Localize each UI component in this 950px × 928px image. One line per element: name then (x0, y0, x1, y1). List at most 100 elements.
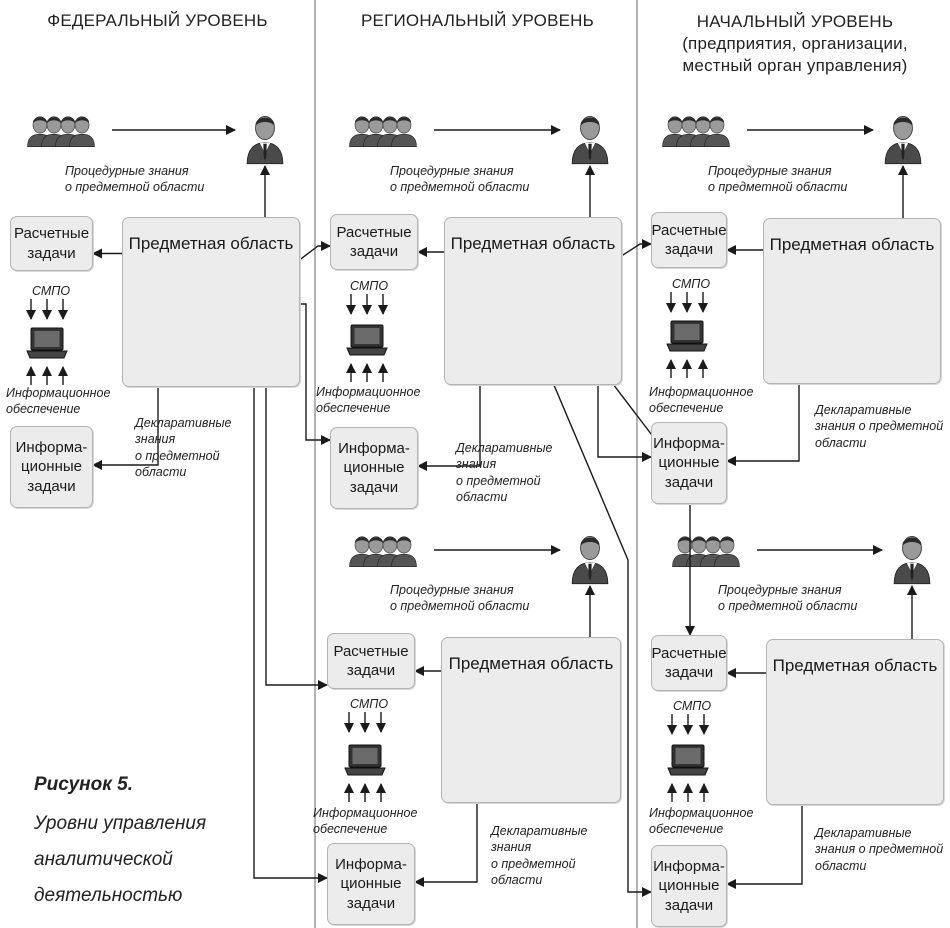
laptop-display (354, 328, 380, 344)
person-hair (60, 117, 76, 124)
person-hair (893, 117, 913, 126)
laptop-display (674, 324, 700, 340)
laptop-keyboard (346, 347, 388, 356)
calculation-tasks-box: Расчетные задачи (327, 633, 415, 689)
level-title-federal: ФЕДЕРАЛЬНЫЙ УРОВЕНЬ (47, 11, 268, 30)
procedural-knowledge-label: Процедурные знания о предметной области (65, 164, 205, 195)
person-body (704, 133, 730, 148)
person-hair (32, 117, 48, 124)
information-tasks-box: Информа- ционные задачи (651, 422, 727, 504)
laptop-keyboard (344, 767, 386, 776)
person-hair (74, 117, 90, 124)
figure-caption-title: Рисунок 5. (34, 774, 133, 795)
tie-icon (588, 563, 592, 581)
manager-icon (571, 536, 609, 585)
declarative-knowledge-label: Декларативные знания о предметной област… (456, 441, 553, 504)
person-hair (382, 537, 398, 544)
laptop-display (34, 331, 60, 347)
manager-icon (571, 116, 609, 165)
person-hair (719, 537, 735, 544)
level-title-regional: РЕГИОНАЛЬНЫЙ УРОВЕНЬ (361, 11, 594, 30)
person-hair (255, 117, 275, 126)
laptop-icon (346, 324, 388, 356)
laptop-display (675, 748, 701, 764)
person-body (69, 133, 95, 148)
group-member-icon (69, 116, 95, 148)
inter-level-connector (231, 371, 328, 883)
info-support-label: Информационное обеспечение (316, 385, 421, 416)
laptop-icon (667, 744, 709, 776)
inter-level-connector (550, 377, 652, 897)
smpo-label: СМПО (673, 699, 712, 713)
group-member-icon (714, 536, 740, 568)
information-tasks-box: Информа- ционные задачи (651, 845, 727, 927)
person-hair (354, 117, 370, 124)
person-hair (46, 117, 62, 124)
person-body (391, 553, 417, 568)
declarative-knowledge-label: Декларативные знания о предметной област… (815, 403, 944, 450)
group-member-icon (704, 116, 730, 148)
tie-icon (910, 563, 914, 581)
user-group-icon (349, 536, 417, 568)
calculation-tasks-box: Расчетные задачи (10, 216, 93, 271)
figure-caption-line: Уровни управления (34, 813, 207, 834)
person-hair (382, 117, 398, 124)
tie-icon (588, 143, 592, 161)
subject-area-box: Предметная область (766, 639, 944, 805)
smpo-label: СМПО (672, 277, 711, 291)
laptop-keyboard (26, 350, 68, 359)
declarative-knowledge-label: Декларативные знания о предметной област… (135, 416, 232, 479)
person-hair (580, 537, 600, 546)
info-support-label: Информационное обеспечение (313, 806, 418, 837)
information-tasks-box: Информа- ционные задачи (330, 427, 418, 509)
laptop-icon (666, 320, 708, 352)
procedural-knowledge-label: Процедурные знания о предметной области (708, 164, 848, 195)
person-hair (705, 537, 721, 544)
person-hair (695, 117, 711, 124)
calculation-tasks-box: Расчетные задачи (651, 635, 727, 691)
information-tasks-box: Информа- ционные задачи (10, 426, 93, 508)
smpo-label: СМПО (32, 284, 71, 298)
user-group-icon (349, 116, 417, 148)
group-member-icon (391, 116, 417, 148)
person-body (714, 553, 740, 568)
declarative-connector (736, 783, 803, 885)
laptop-display (352, 748, 378, 764)
level-title-initial: НАЧАЛЬНЫЙ УРОВЕНЬ (предприятия, организа… (682, 12, 908, 75)
info-support-label: Информационное обеспечение (649, 806, 754, 837)
subject-area-box: Предметная область (441, 637, 621, 803)
person-hair (368, 117, 384, 124)
manager-icon (893, 536, 931, 585)
person-hair (902, 537, 922, 546)
person-hair (681, 117, 697, 124)
person-hair (396, 117, 412, 124)
inter-level-connector (265, 340, 328, 690)
smpo-label: СМПО (350, 697, 389, 711)
laptop-keyboard (666, 343, 708, 352)
info-support-label: Информационное обеспечение (649, 385, 754, 416)
procedural-knowledge-label: Процедурные знания о предметной области (390, 583, 530, 614)
calculation-tasks-box: Расчетные задачи (651, 212, 727, 268)
group-member-icon (391, 536, 417, 568)
figure-caption-line: деятельностью (34, 885, 183, 906)
figure-caption-line: аналитической (34, 849, 173, 870)
subject-area-box: Предметная область (122, 217, 300, 387)
user-group-icon (662, 116, 730, 148)
laptop-icon (344, 744, 386, 776)
calculation-tasks-box: Расчетные задачи (330, 214, 418, 270)
declarative-connector (424, 781, 478, 883)
declarative-knowledge-label: Декларативные знания о предметной област… (491, 824, 588, 887)
person-hair (677, 537, 693, 544)
manager-icon (246, 116, 284, 165)
manager-icon (884, 116, 922, 165)
person-hair (580, 117, 600, 126)
person-body (391, 133, 417, 148)
person-hair (667, 117, 683, 124)
person-hair (709, 117, 725, 124)
declarative-connector (102, 365, 159, 466)
tie-icon (263, 143, 267, 161)
declarative-knowledge-label: Декларативные знания о предметной област… (815, 826, 944, 873)
procedural-knowledge-label: Процедурные знания о предметной области (390, 164, 530, 195)
laptop-icon (26, 327, 68, 359)
laptop-keyboard (667, 767, 709, 776)
